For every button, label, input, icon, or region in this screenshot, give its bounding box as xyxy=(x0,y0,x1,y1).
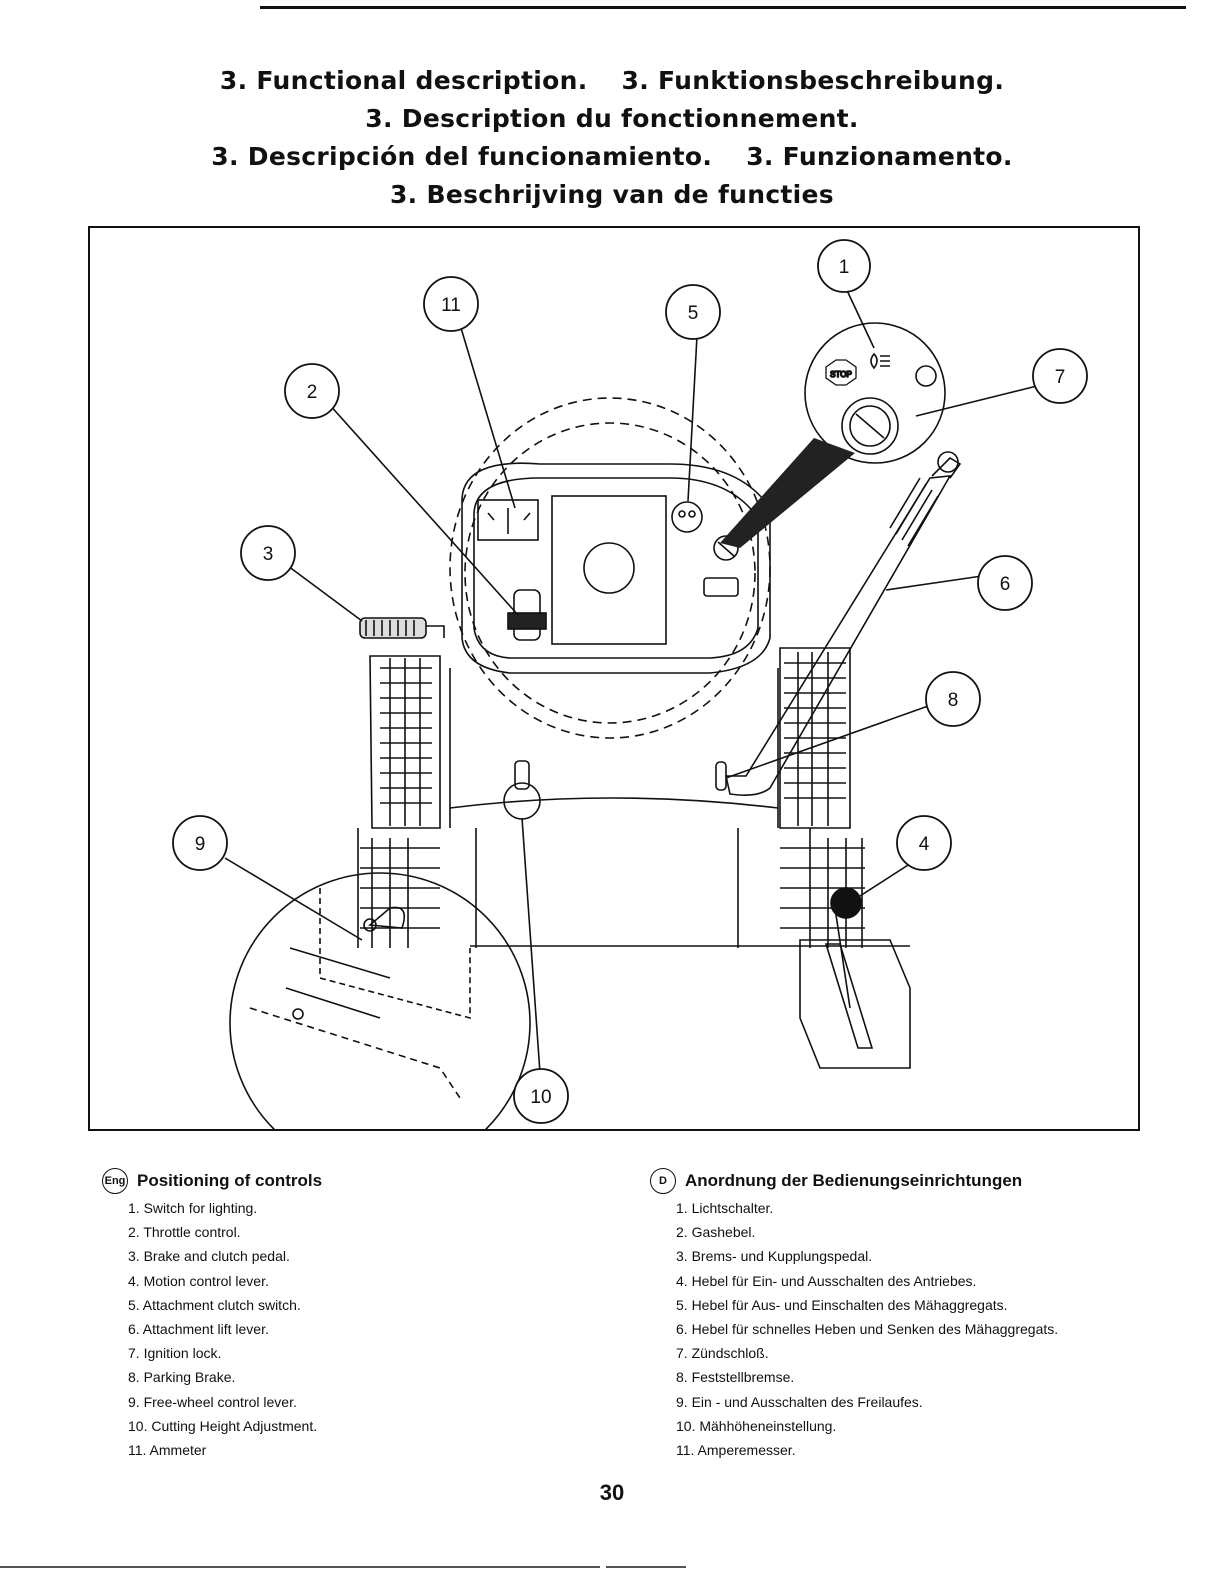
list-item: 9. Free-wheel control lever. xyxy=(128,1393,297,1410)
list-item: 7. Ignition lock. xyxy=(128,1345,222,1362)
list-item: 2. Gashebel. xyxy=(676,1224,756,1241)
heading-dutch: 3. Beschrijving van de functies xyxy=(389,180,834,209)
callout-10-circle xyxy=(513,1068,569,1124)
motion-control-knob xyxy=(830,887,862,919)
callout-1-circle xyxy=(817,239,871,293)
list-item: 2. Throttle control. xyxy=(128,1224,241,1241)
language-badge-d: D xyxy=(650,1168,676,1194)
callout-6-circle xyxy=(977,555,1033,611)
list-item: 6. Hebel für schnelles Heben und Senken … xyxy=(676,1321,1059,1338)
callout-11: 11 xyxy=(441,295,461,316)
stop-icon xyxy=(825,359,857,386)
callout-7-circle xyxy=(1032,348,1088,404)
stop-label: STOP xyxy=(830,370,852,379)
attachment-clutch-switch xyxy=(671,501,703,533)
legend-german: D Anordnung der Bedienungseinrichtungen … xyxy=(650,1168,1170,1462)
center-display xyxy=(551,495,667,645)
list-item: 1. Switch for lighting. xyxy=(128,1200,258,1216)
list-item: 3. Brake and clutch pedal. xyxy=(128,1248,290,1265)
callout-4: 4 xyxy=(919,834,930,855)
callout-1: 1 xyxy=(839,257,850,278)
list-item: 5. Attachment clutch switch. xyxy=(128,1296,301,1313)
callout-8: 8 xyxy=(948,690,959,711)
freewheel-detail-circle xyxy=(229,872,531,1129)
callout-6: 6 xyxy=(1000,574,1011,595)
callout-11-circle xyxy=(423,276,479,332)
section-headings: 3. Functional description. 3. Funktionsbe… xyxy=(0,62,1224,214)
legend-german-title: Anordnung der Bedienungseinrichtungen xyxy=(685,1170,1023,1190)
engine-start-icon xyxy=(915,365,937,387)
callout-2-circle xyxy=(284,363,340,419)
hood-dashed-outline-inner xyxy=(464,422,756,724)
dashboard-panel xyxy=(461,462,771,674)
list-item: 4. Motion control lever. xyxy=(128,1272,269,1289)
brake-clutch-pedal xyxy=(359,617,427,639)
controls-illustration: STOP xyxy=(172,239,1088,1129)
list-item: 4. Hebel für Ein- und Ausschalten des An… xyxy=(676,1272,977,1289)
bottom-rule-left xyxy=(0,1566,600,1568)
list-item: 11. Amperemesser. xyxy=(676,1442,796,1459)
heading-line-3: 3. Descripción del funcionamiento. 3. Fun… xyxy=(0,138,1224,176)
legend-english: Eng Positioning of controls 1. Switch fo… xyxy=(102,1168,562,1462)
top-rule xyxy=(260,6,1186,9)
parking-brake xyxy=(715,761,727,791)
list-item: 11. Ammeter xyxy=(128,1442,207,1459)
language-badge-eng: Eng xyxy=(102,1168,128,1194)
callout-5-circle xyxy=(665,284,721,340)
callout-3: 3 xyxy=(263,544,274,565)
list-item: 8. Feststellbremse. xyxy=(676,1369,795,1386)
heading-line-1: 3. Functional description. 3. Funktionsbe… xyxy=(0,62,1224,100)
legend-english-header: Eng Positioning of controls xyxy=(102,1168,562,1194)
heading-line-2: 3. Description du fonctionnement. xyxy=(0,100,1224,138)
callout-4-circle xyxy=(896,815,952,871)
page-number: 30 xyxy=(599,1480,625,1505)
legend-english-title: Positioning of controls xyxy=(137,1170,323,1190)
motion-control-lever xyxy=(834,907,851,1009)
callout-2: 2 xyxy=(307,382,318,403)
callout-10: 10 xyxy=(530,1087,551,1108)
list-item: 3. Brems- und Kupplungspedal. xyxy=(676,1248,873,1265)
right-wheel-grid xyxy=(779,647,851,829)
list-item: 7. Zündschloß. xyxy=(676,1345,769,1362)
legend-german-list: 1. Lichtschalter. 2. Gashebel. 3. Brems-… xyxy=(650,1196,1170,1462)
callout-8-circle xyxy=(925,671,981,727)
light-switch-slot xyxy=(703,577,739,597)
list-item: 5. Hebel für Aus- und Einschalten des Mä… xyxy=(676,1296,1008,1313)
motion-control-plate xyxy=(799,939,911,1069)
list-item: 9. Ein - und Ausschalten des Freilaufes. xyxy=(676,1393,923,1410)
legend-german-header: D Anordnung der Bedienungseinrichtungen xyxy=(650,1168,1170,1194)
legend-english-list: 1. Switch for lighting. 2. Throttle cont… xyxy=(102,1196,562,1462)
heading-line-4: 3. Beschrijving van de functies xyxy=(0,176,1224,214)
heading-italian: 3. Funzionamento. xyxy=(746,142,1013,171)
heading-french: 3. Description du fonctionnement. xyxy=(365,104,859,133)
heading-german: 3. Funktionsbeschreibung. xyxy=(621,66,1005,95)
controls-diagram: STOP xyxy=(88,226,1140,1131)
callout-9-circle xyxy=(172,815,228,871)
list-item: 6. Attachment lift lever. xyxy=(128,1321,269,1338)
headlight-icon xyxy=(870,352,890,370)
list-item: 10. Cutting Height Adjustment. xyxy=(128,1417,318,1434)
callout-9: 9 xyxy=(195,834,206,855)
callout-3-circle xyxy=(240,525,296,581)
left-wheel-grid xyxy=(369,655,441,829)
heading-english: 3. Functional description. xyxy=(219,66,588,95)
heading-spanish: 3. Descripción del funcionamiento. xyxy=(211,142,713,171)
list-item: 1. Lichtschalter. xyxy=(676,1200,774,1216)
throttle-knob xyxy=(507,612,547,630)
attachment-lift-lever xyxy=(725,475,952,796)
ignition-switch xyxy=(713,535,739,561)
callout-5: 5 xyxy=(688,303,699,324)
ignition-detail-circle xyxy=(804,322,946,464)
bottom-rule-right xyxy=(606,1566,686,1568)
list-item: 10. Mähhöheneinstellung. xyxy=(676,1417,837,1434)
callout-7: 7 xyxy=(1055,367,1066,388)
list-item: 8. Parking Brake. xyxy=(128,1369,236,1386)
dashboard-inner xyxy=(473,477,759,659)
ammeter-gauge xyxy=(477,499,539,541)
